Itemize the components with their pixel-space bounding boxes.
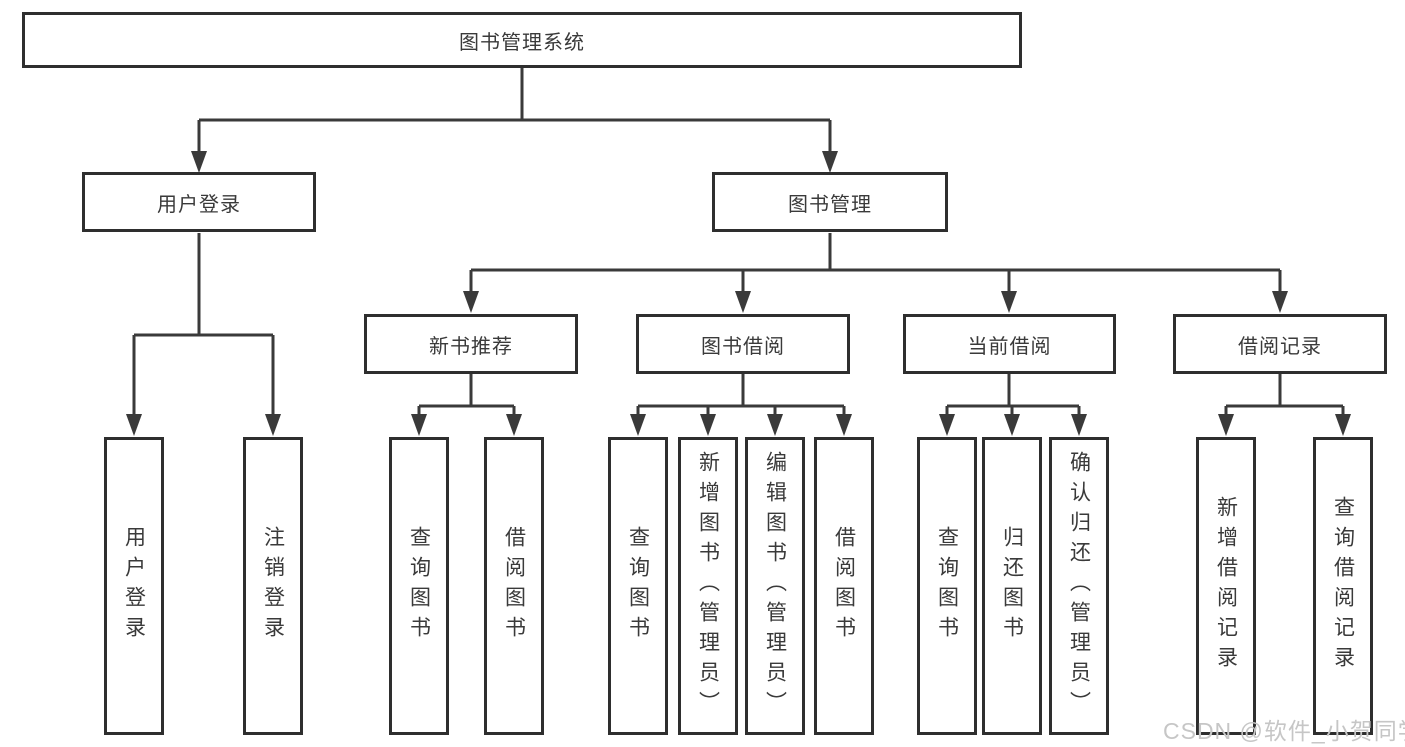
leaf-add-borrow-record: 新增借阅记录 <box>1196 437 1256 735</box>
node-current-borrow-label: 当前借阅 <box>967 335 1052 358</box>
csdn-watermark: CSDN @软件_小贺同学 <box>1163 718 1405 744</box>
leaf-borrow-book: 借阅图书 <box>814 437 874 735</box>
node-book-management: 图书管理 <box>712 172 948 232</box>
node-book-borrow-label: 图书借阅 <box>701 335 785 358</box>
leaf-recommend-borrow-book: 借阅图书 <box>484 437 544 735</box>
node-borrow-records: 借阅记录 <box>1173 314 1387 374</box>
leaf-confirm-return-admin-label: 确认归还（管理员） <box>1067 451 1091 721</box>
leaf-return-book-label: 归还图书 <box>1000 526 1024 646</box>
leaf-user-login: 用户登录 <box>104 437 164 735</box>
leaf-borrow-query-book: 查询图书 <box>608 437 668 735</box>
node-library-system: 图书管理系统 <box>22 12 1022 68</box>
leaf-recommend-query-book: 查询图书 <box>389 437 449 735</box>
node-borrow-records-label: 借阅记录 <box>1238 335 1322 358</box>
leaf-current-query-book: 查询图书 <box>917 437 977 735</box>
leaf-add-book-admin-label: 新增图书（管理员） <box>696 451 720 721</box>
leaf-query-borrow-record-label: 查询借阅记录 <box>1331 496 1355 676</box>
node-new-book-recommend-label: 新书推荐 <box>429 335 513 358</box>
leaf-current-query-book-label: 查询图书 <box>935 526 959 646</box>
leaf-borrow-query-book-label: 查询图书 <box>626 526 650 646</box>
node-user-login: 用户登录 <box>82 172 316 232</box>
node-library-system-label: 图书管理系统 <box>459 31 585 54</box>
leaf-logout-label: 注销登录 <box>261 526 285 646</box>
node-user-login-label: 用户登录 <box>157 193 241 216</box>
leaf-logout: 注销登录 <box>243 437 303 735</box>
leaf-borrow-book-label: 借阅图书 <box>832 526 856 646</box>
node-current-borrow: 当前借阅 <box>903 314 1116 374</box>
leaf-recommend-query-book-label: 查询图书 <box>407 526 431 646</box>
leaf-edit-book-admin-label: 编辑图书（管理员） <box>763 451 787 721</box>
node-new-book-recommend: 新书推荐 <box>364 314 578 374</box>
leaf-edit-book-admin: 编辑图书（管理员） <box>745 437 805 735</box>
leaf-add-borrow-record-label: 新增借阅记录 <box>1214 496 1238 676</box>
leaf-user-login-label: 用户登录 <box>122 526 146 646</box>
leaf-add-book-admin: 新增图书（管理员） <box>678 437 738 735</box>
leaf-query-borrow-record: 查询借阅记录 <box>1313 437 1373 735</box>
node-book-borrow: 图书借阅 <box>636 314 850 374</box>
leaf-confirm-return-admin: 确认归还（管理员） <box>1049 437 1109 735</box>
node-book-management-label: 图书管理 <box>788 193 872 216</box>
leaf-recommend-borrow-book-label: 借阅图书 <box>502 526 526 646</box>
leaf-return-book: 归还图书 <box>982 437 1042 735</box>
